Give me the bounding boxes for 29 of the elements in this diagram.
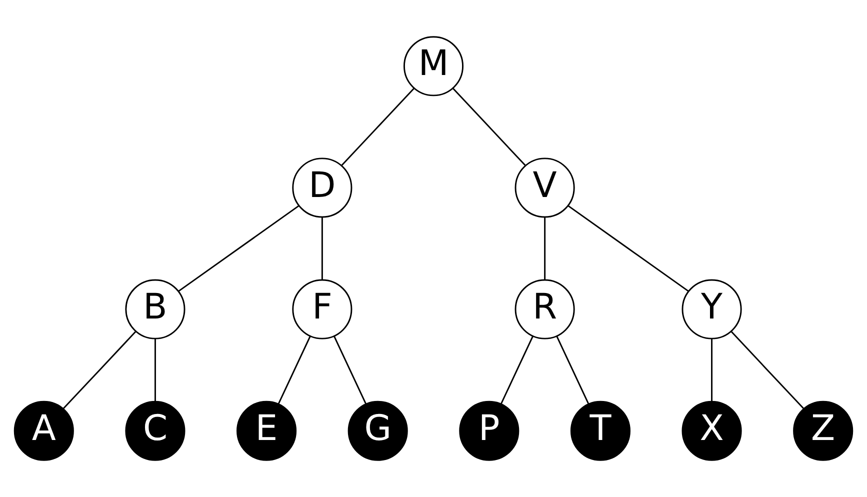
connector (178, 205, 300, 292)
node-circle: R (514, 279, 575, 340)
node-circle: B (125, 279, 186, 340)
connector (334, 336, 366, 404)
connector (62, 330, 136, 410)
node-circle: M (403, 36, 464, 96)
connector (556, 336, 590, 404)
connector (154, 338, 156, 402)
connector (341, 88, 415, 166)
connector (452, 88, 526, 166)
node-circle: F (292, 279, 352, 340)
connector (711, 338, 713, 402)
node-circle: E (236, 400, 297, 461)
connector (500, 336, 534, 404)
node-circle: V (514, 158, 575, 218)
node-circle: D (292, 158, 352, 218)
node-circle: G (348, 400, 408, 461)
connector (544, 217, 546, 280)
connector (278, 336, 311, 404)
connector (730, 330, 804, 410)
connector (321, 217, 323, 280)
node-circle: C (125, 400, 186, 461)
node-circle: P (459, 400, 520, 461)
node-circle: A (14, 400, 74, 461)
node-circle: Z (793, 400, 854, 461)
node-circle: T (570, 400, 630, 461)
node-circle: Y (682, 279, 742, 340)
connector (568, 205, 689, 292)
node-circle: X (682, 400, 742, 461)
